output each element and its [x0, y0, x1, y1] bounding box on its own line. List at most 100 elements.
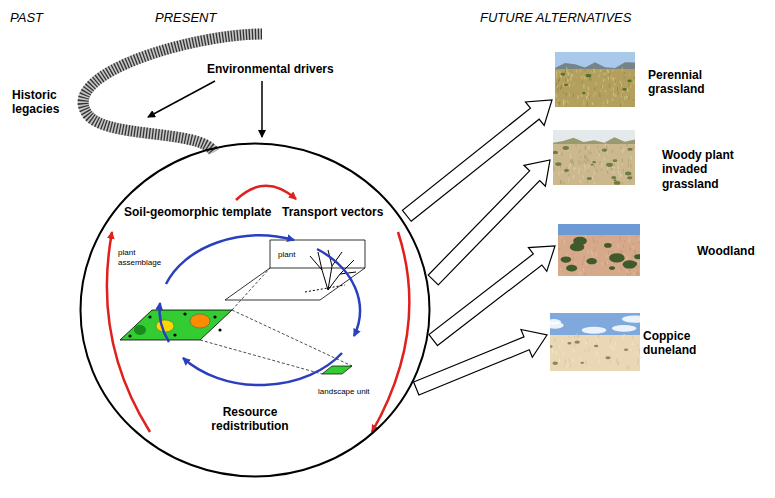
transition-arrow: [414, 329, 547, 395]
photo-grass: [628, 164, 629, 168]
photo-grass: [622, 159, 623, 163]
photo-grass: [578, 168, 580, 171]
ecosystem-circle: Soil-geomorphic templateTransport vector…: [79, 142, 431, 478]
photo-shrub: [563, 146, 569, 150]
photo-grass: [585, 146, 586, 150]
photo-grass: [612, 99, 613, 101]
photo-cloud: [622, 315, 640, 322]
box-edge: [270, 240, 365, 241]
photo-grass: [585, 67, 586, 71]
photo-grass: [584, 147, 586, 149]
photo-grass: [625, 254, 627, 256]
photo-grass: [587, 96, 588, 98]
photo-grass: [567, 364, 568, 368]
plant-blob: [156, 320, 174, 332]
photo-grass: [558, 79, 559, 83]
photo-grass: [586, 340, 588, 342]
photo-grass: [569, 357, 570, 361]
photo-grass: [610, 361, 611, 363]
photo-grass: [597, 151, 599, 153]
node-text: Woodland: [697, 244, 755, 258]
photo-grass: [585, 155, 587, 159]
photo-grass: [594, 172, 595, 175]
photo-grass: [614, 163, 615, 167]
photo-grass: [599, 161, 601, 165]
photo-grass: [593, 69, 595, 73]
photo-grass: [628, 159, 629, 162]
photo-grass: [568, 179, 569, 182]
photo-shrub: [627, 176, 632, 179]
photo-grass: [596, 168, 597, 172]
photo-grass: [559, 78, 560, 81]
photo-cloud: [550, 322, 564, 329]
photo-grass: [623, 147, 624, 151]
photo-grass: [584, 154, 585, 158]
photo-grass: [627, 95, 629, 98]
photo-grass: [630, 164, 631, 168]
photo-grass: [568, 165, 569, 169]
photo-shrub: [587, 177, 592, 180]
photo-shrub: [594, 345, 598, 348]
photo-grass: [592, 252, 593, 255]
photo-grass: [566, 167, 567, 169]
photo-grass: [594, 247, 596, 251]
photo-grass: [608, 77, 609, 80]
photo-grass: [571, 160, 573, 163]
projection-line: [200, 340, 322, 374]
photo-grass: [617, 92, 619, 95]
photo-grass: [564, 240, 565, 244]
photo-sky: [553, 130, 635, 145]
photo-shrub: [627, 148, 632, 151]
plant-dot: [148, 315, 151, 318]
photo-shrub: [630, 261, 638, 266]
photo-grass: [586, 157, 588, 161]
photo-grass: [574, 263, 576, 265]
photo-grass: [576, 69, 577, 73]
photo-grass: [557, 85, 558, 89]
photo-grass: [555, 93, 557, 97]
photo-grass: [594, 165, 595, 167]
photo-shrub: [634, 254, 640, 259]
photo-grass: [569, 93, 570, 97]
photo-grass: [620, 81, 621, 83]
photo-grass: [625, 96, 627, 99]
photo-grass: [610, 78, 612, 80]
photo-grass: [574, 335, 575, 337]
column-heading: PAST: [10, 10, 43, 26]
photo-grass: [577, 272, 578, 274]
photo-grass: [622, 172, 623, 174]
photo-grass: [561, 171, 563, 173]
photo-horizon: [553, 137, 635, 145]
photo-grass: [598, 150, 599, 153]
photo-grass: [637, 362, 639, 365]
photo-grass: [573, 83, 574, 85]
photo-grass: [632, 335, 634, 339]
photo-grass: [624, 72, 625, 74]
photo-grass: [628, 83, 630, 86]
photo-grass: [553, 167, 554, 171]
photo-grass: [569, 72, 570, 74]
photo-grass: [617, 87, 618, 91]
plant-dot: [183, 312, 186, 315]
photo-cloud: [612, 325, 636, 332]
photo-grass: [563, 365, 564, 367]
illustration-label: plant assemblage: [118, 248, 168, 267]
column-heading: PRESENT: [155, 10, 216, 26]
photo-grass: [611, 346, 612, 350]
photo-grass: [585, 273, 586, 276]
photo-grass: [622, 150, 623, 154]
photo-grass: [565, 100, 566, 104]
photo-grass: [571, 71, 572, 73]
cycle-arrow: [166, 235, 294, 284]
photo-grass: [561, 180, 562, 183]
transition-arrow: [429, 246, 555, 346]
photo-grass: [584, 76, 586, 80]
photo-grass: [578, 270, 579, 274]
photo-grass: [572, 74, 573, 76]
photo-grass: [572, 159, 573, 163]
photo-grass: [617, 361, 618, 365]
photo-grass: [579, 69, 580, 73]
photo-grass: [560, 86, 561, 89]
future-alternative: Woody plant invaded grassland: [553, 130, 754, 194]
